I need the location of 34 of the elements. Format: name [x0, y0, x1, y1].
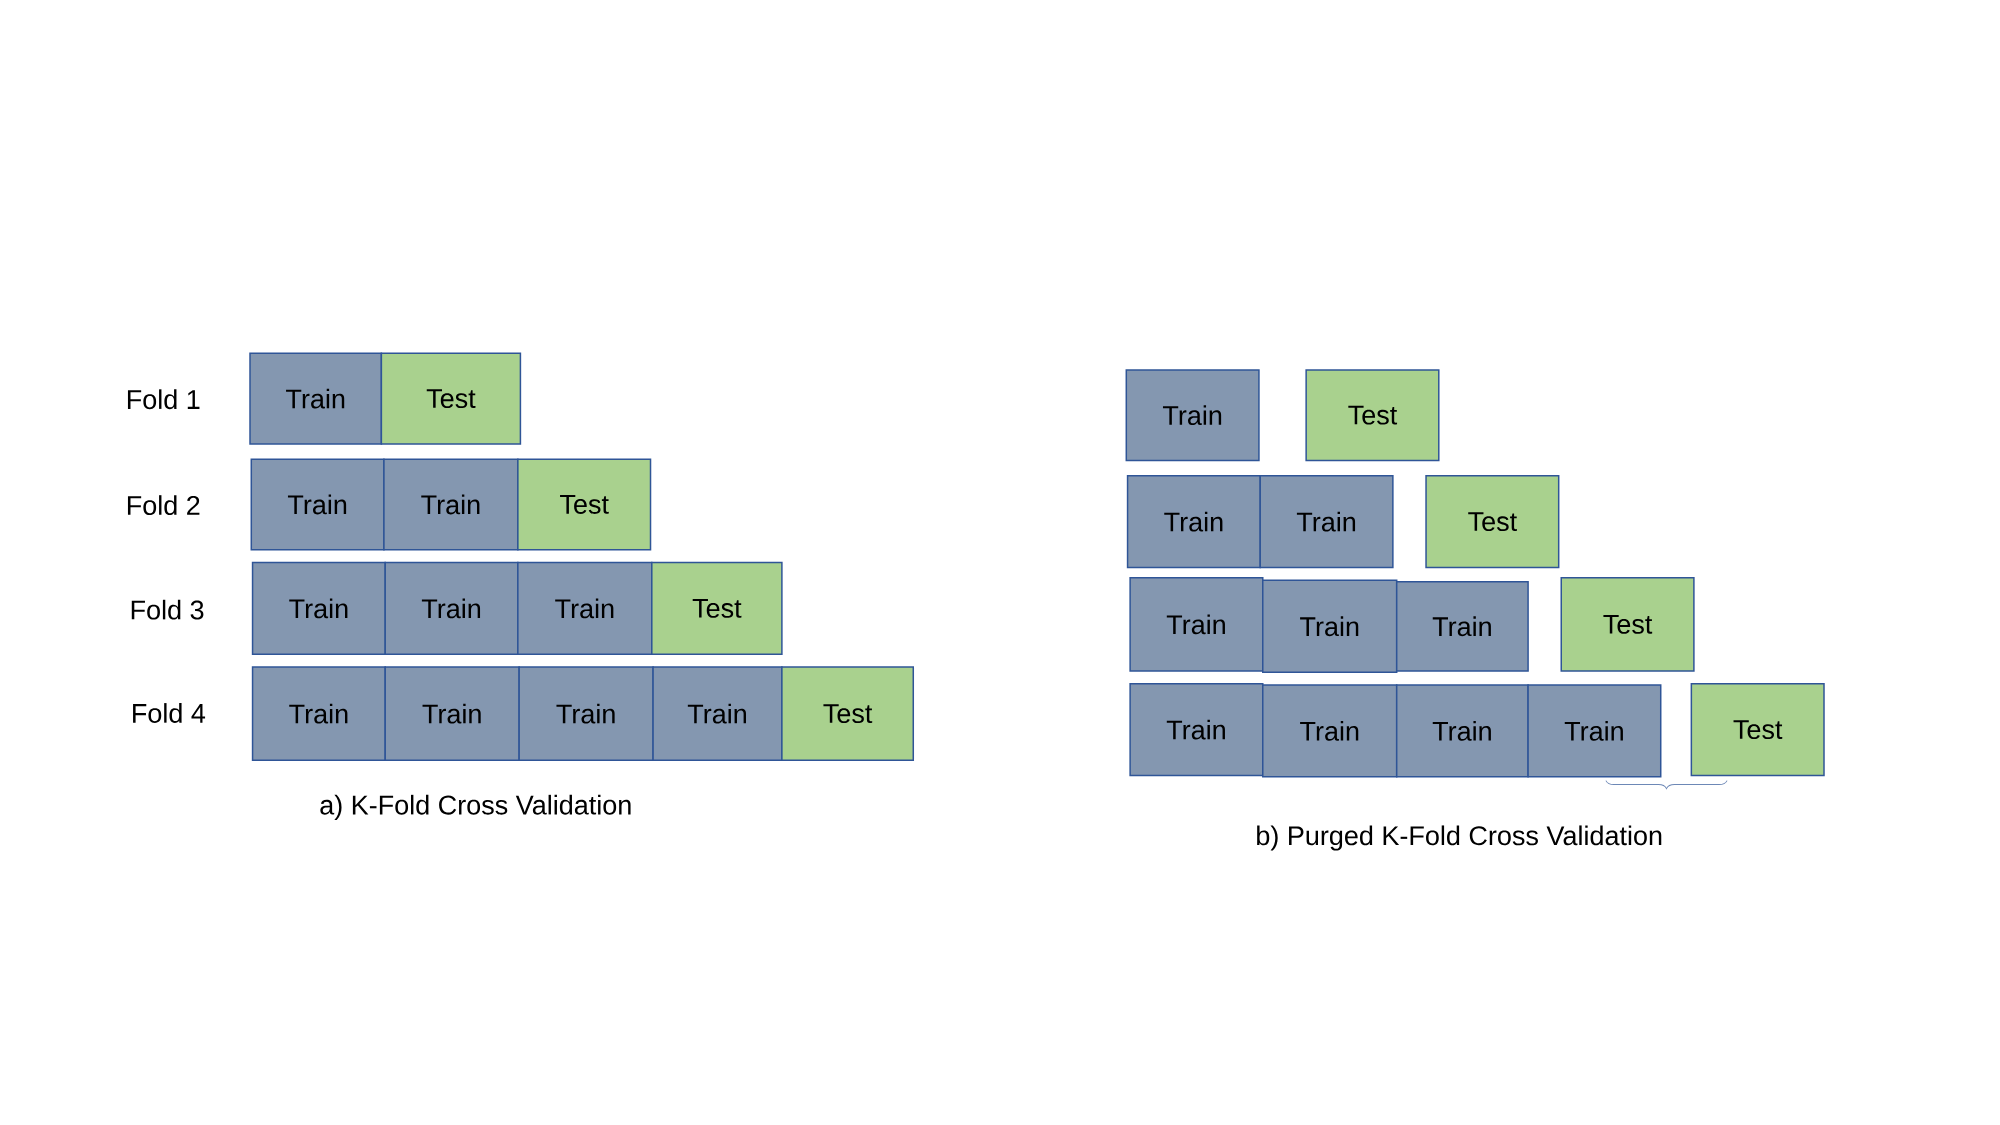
train-block: Train	[1129, 682, 1264, 777]
test-block: Test	[380, 352, 522, 445]
fold-label: Fold 4	[133, 703, 206, 723]
fold-label: Fold 1	[127, 389, 200, 410]
train-block: Train	[1527, 684, 1662, 778]
test-block: Test	[1560, 577, 1695, 672]
train-block: Train	[384, 561, 519, 656]
train-block: Train	[1126, 475, 1261, 569]
test-block: Test	[1690, 682, 1825, 777]
test-block: Test	[781, 666, 915, 761]
train-block: Train	[251, 666, 386, 761]
train-block: Train	[518, 666, 654, 761]
train-block: Train	[1129, 577, 1264, 672]
train-block: Train	[250, 458, 385, 551]
train-block: Train	[1125, 369, 1260, 462]
train-block: Train	[1262, 684, 1398, 778]
train-block: Train	[652, 666, 783, 761]
fold-label: Fold 3	[131, 599, 204, 620]
train-block: Train	[1395, 580, 1529, 672]
train-block: Train	[1395, 684, 1529, 778]
test-block: Test	[1425, 475, 1560, 569]
panel-caption: b) Purged K-Fold Cross Validation	[1257, 825, 1662, 851]
panel-caption: a) K-Fold Cross Validation	[320, 794, 631, 820]
train-block: Train	[384, 666, 520, 761]
fold-label: Fold 2	[127, 495, 200, 516]
train-block: Train	[251, 561, 386, 656]
train-block: Train	[1262, 579, 1398, 673]
train-block: Train	[517, 561, 653, 656]
test-block: Test	[651, 561, 783, 656]
train-block: Train	[383, 458, 519, 551]
test-block: Test	[517, 458, 652, 551]
train-block: Train	[1259, 475, 1394, 569]
test-block: Test	[1305, 369, 1440, 462]
train-block: Train	[249, 352, 383, 445]
